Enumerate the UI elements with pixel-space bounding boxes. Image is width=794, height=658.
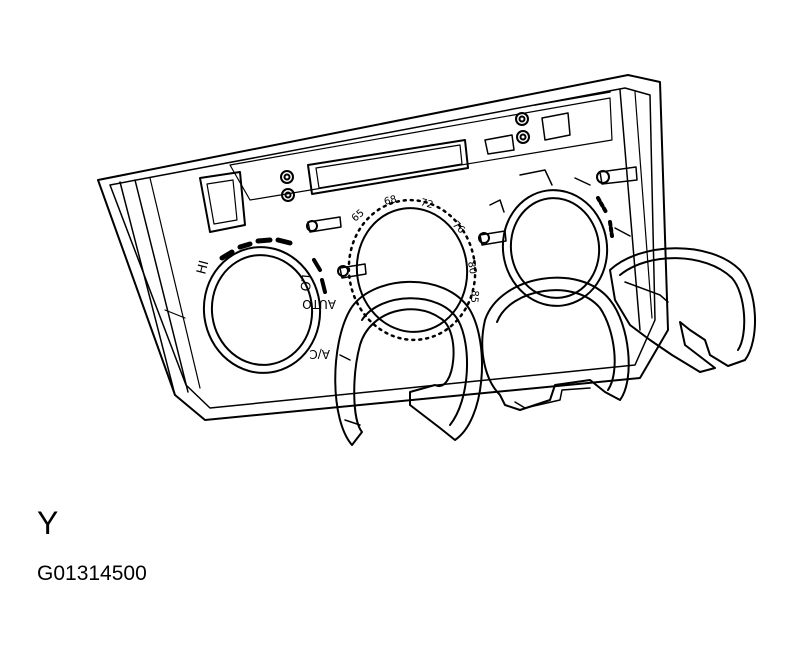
bezel-ring-center (481, 276, 630, 411)
figure-code: G01314500 (37, 562, 147, 585)
svg-text:LO: LO (297, 274, 313, 292)
svg-text:A/C: A/C (309, 347, 330, 361)
svg-text:80: 80 (465, 261, 478, 275)
knob-pair-left (280, 170, 295, 202)
svg-text:HI: HI (194, 259, 212, 276)
svg-text:AUTO: AUTO (302, 297, 336, 311)
control-panel-body (97, 74, 669, 421)
svg-text:72: 72 (419, 197, 434, 211)
fan-speed-dial: HI LO (194, 237, 327, 374)
temperature-dial: AUTO A/C 65 68 72 76 80 85 (302, 194, 480, 361)
svg-text:68: 68 (383, 194, 398, 208)
left-bracket (199, 171, 246, 233)
display-window (229, 97, 613, 201)
knob-pair-right (484, 91, 611, 155)
bezel-ring-left (334, 280, 483, 446)
mode-dial (489, 169, 631, 307)
bezel-ring-right (609, 247, 757, 373)
figure-letter: Y (37, 505, 59, 541)
heater-control-diagram: HI LO AUTO A/C 65 68 72 76 80 85 (97, 74, 757, 446)
svg-text:85: 85 (468, 290, 480, 304)
